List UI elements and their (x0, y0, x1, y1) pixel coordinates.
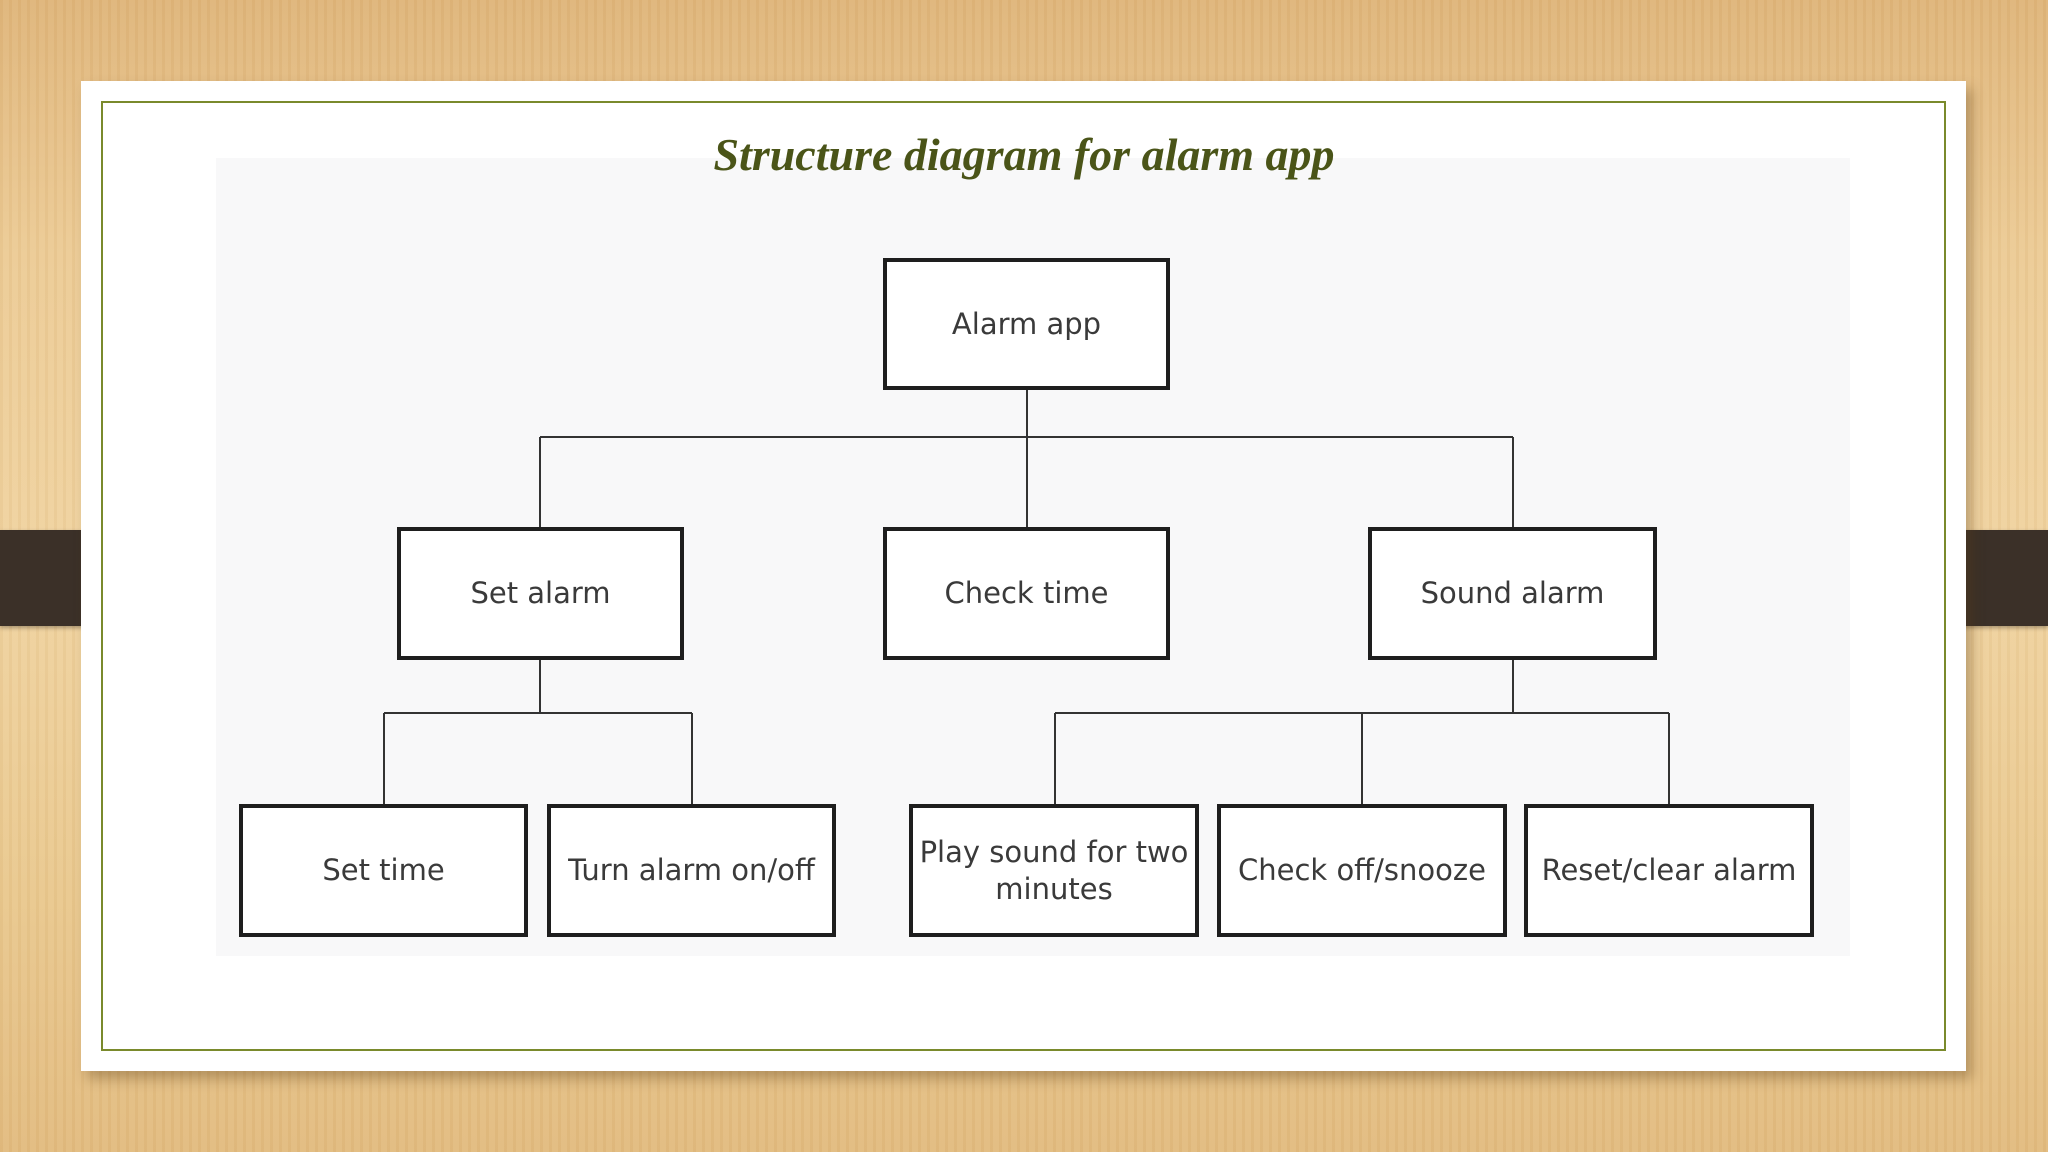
node-sound-alarm: Sound alarm (1368, 527, 1657, 660)
node-check-off-snooze: Check off/snooze (1217, 804, 1507, 937)
node-turn-alarm-on-off: Turn alarm on/off (547, 804, 836, 937)
node-set-time: Set time (239, 804, 528, 937)
slide-frame (101, 101, 1946, 1051)
node-reset-clear-alarm: Reset/clear alarm (1524, 804, 1814, 937)
node-alarm-app: Alarm app (883, 258, 1170, 390)
node-play-sound: Play sound for two minutes (909, 804, 1199, 937)
slide-title: Structure diagram for alarm app (713, 129, 1335, 180)
node-set-alarm: Set alarm (397, 527, 684, 660)
node-check-time: Check time (883, 527, 1170, 660)
